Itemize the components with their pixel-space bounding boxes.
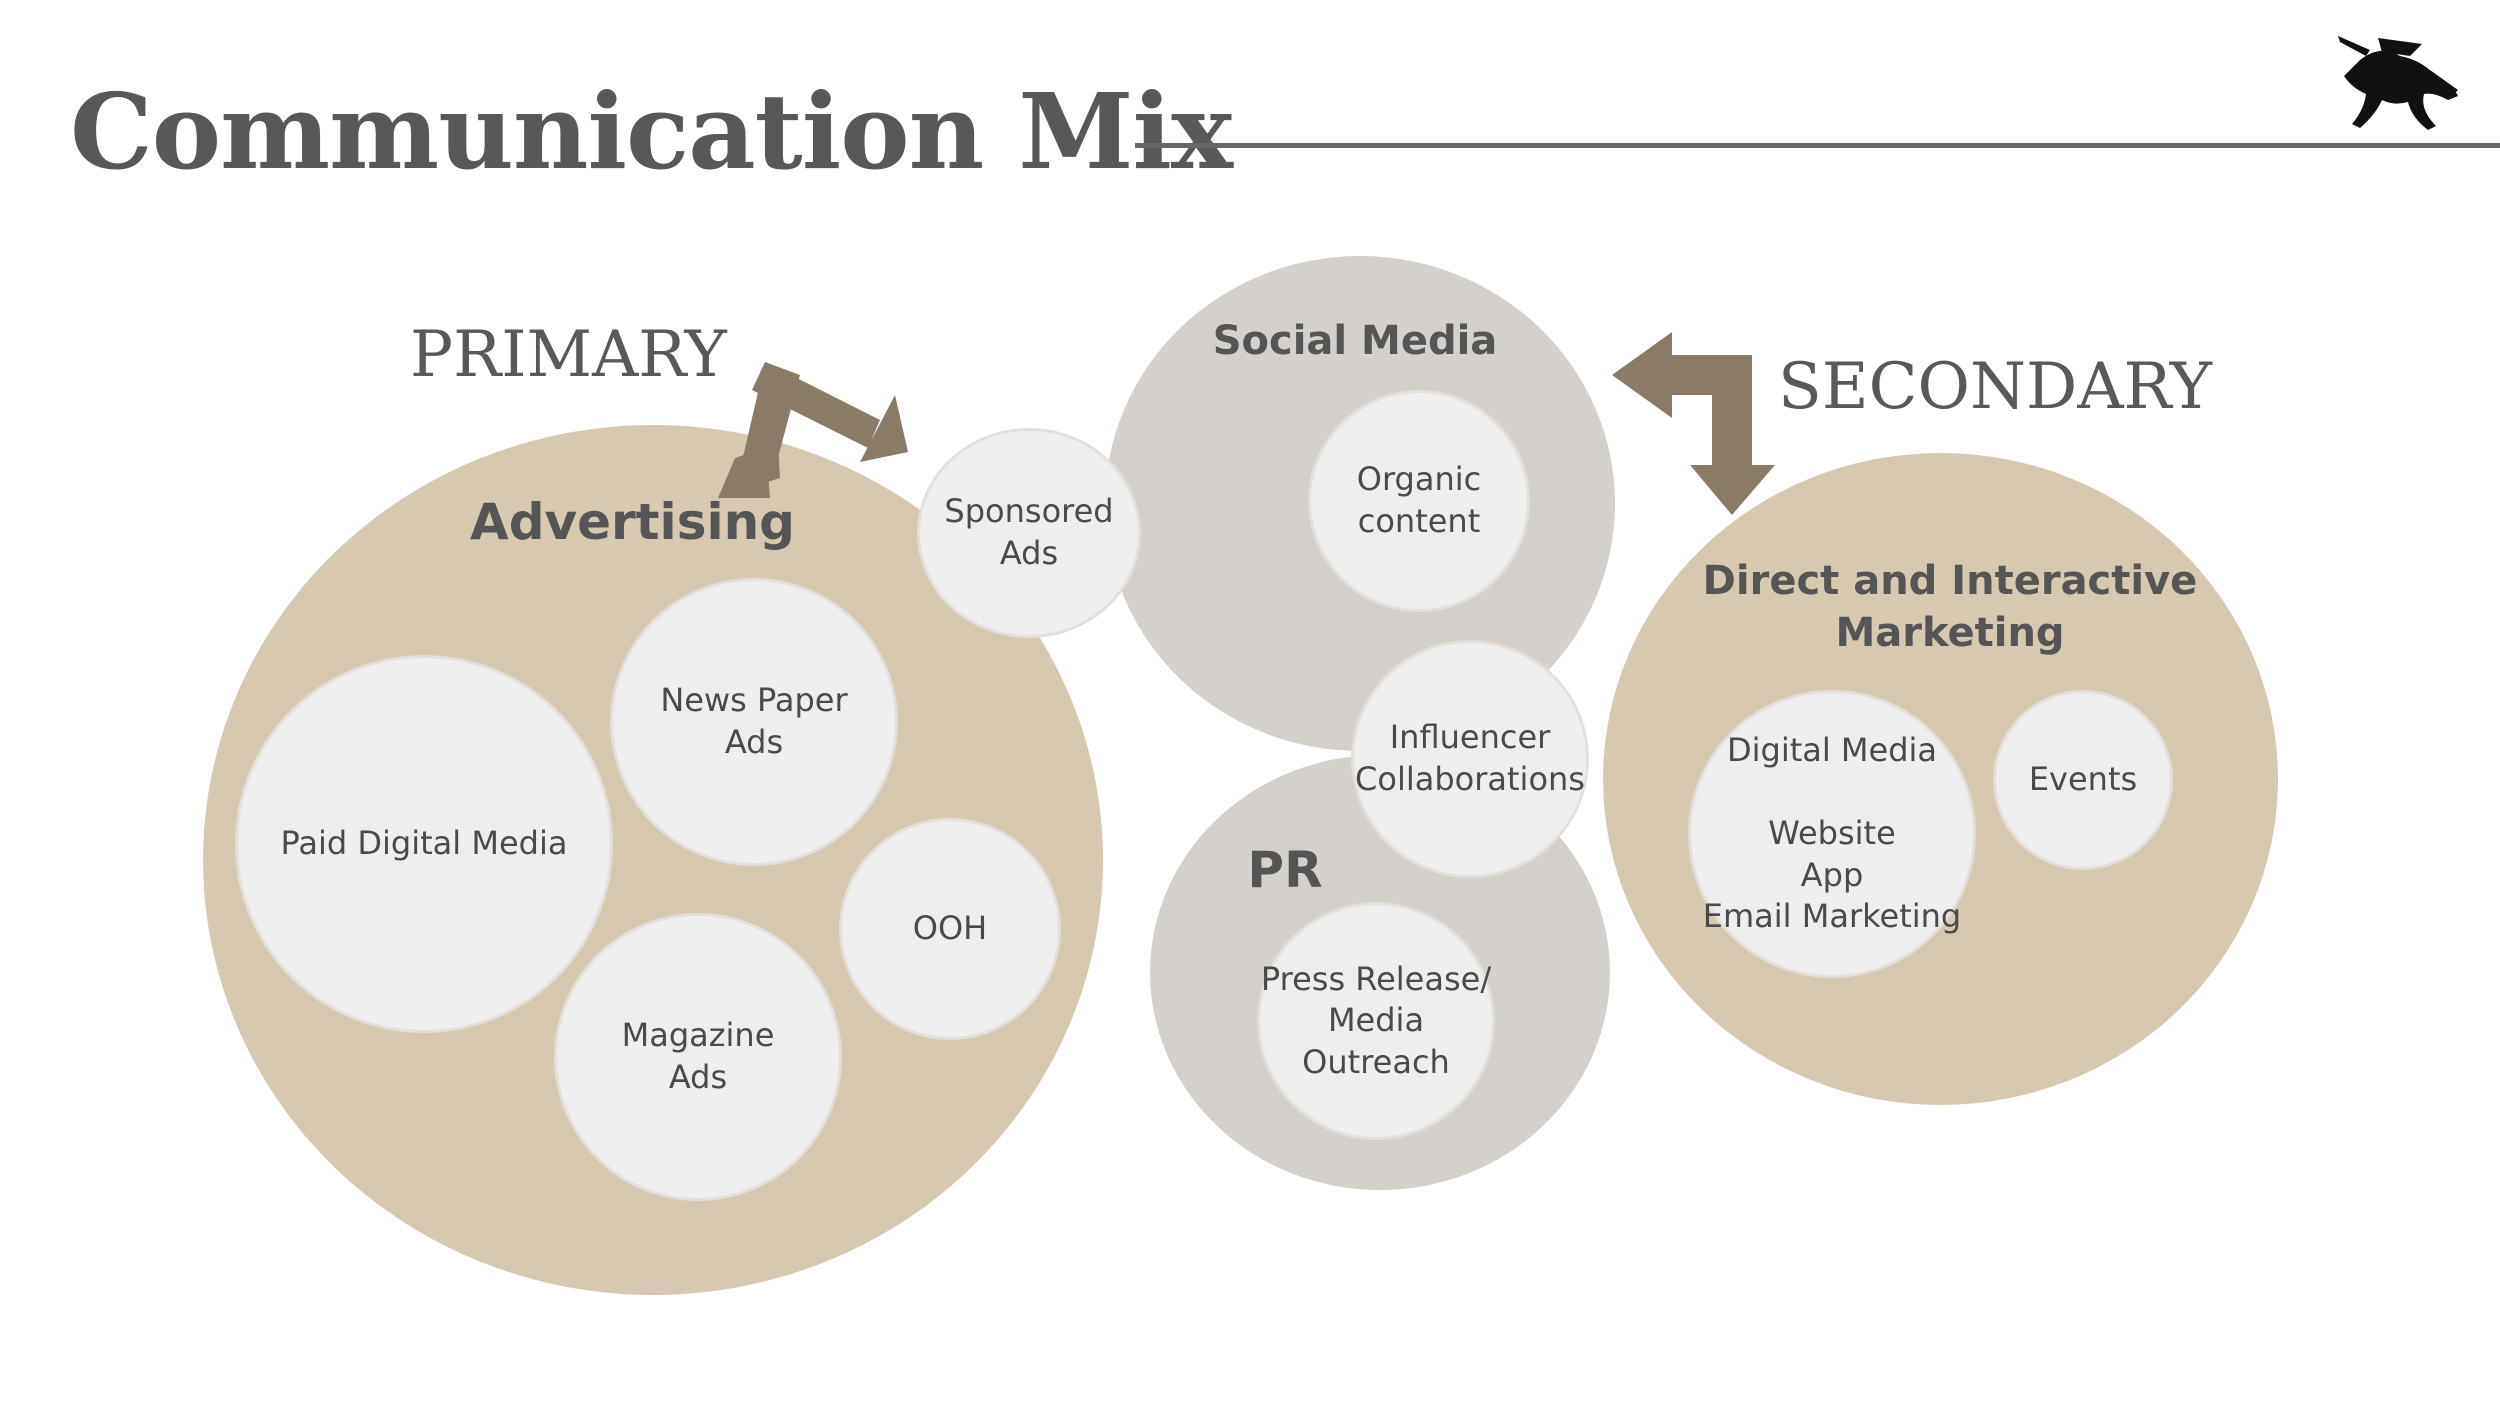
organic-content-bubble: Organic content — [1308, 390, 1530, 612]
secondary-arrow-shaft-icon — [1712, 355, 1752, 470]
primary-label: PRIMARY — [410, 318, 727, 392]
page-title: Communication Mix — [70, 70, 1233, 193]
secondary-arrow-left-head-icon — [1612, 332, 1672, 418]
direct-marketing-title: Direct and Interactive Marketing — [1702, 558, 2198, 656]
newspaper-ads-bubble: News Paper Ads — [610, 578, 898, 866]
press-release-bubble: Press Release/ Media Outreach — [1257, 902, 1495, 1140]
advertising-title: Advertising — [470, 493, 795, 551]
social-media-title: Social Media — [1212, 318, 1498, 364]
title-divider — [1135, 143, 2500, 148]
primary-arrow-right-head-icon — [860, 395, 908, 462]
knight-logo-icon — [2338, 36, 2458, 130]
events-bubble: Events — [1993, 690, 2173, 870]
paid-digital-media-bubble: Paid Digital Media — [235, 655, 613, 1033]
pr-title: PR — [1247, 841, 1323, 899]
ooh-bubble: OOH — [839, 818, 1061, 1040]
magazine-ads-bubble: Magazine Ads — [554, 913, 842, 1201]
secondary-arrow-bar-icon — [1672, 355, 1752, 395]
sponsored-ads-bubble: Sponsored Ads — [917, 428, 1141, 638]
influencer-collaborations-bubble: Influencer Collaborations — [1351, 640, 1589, 878]
digital-media-bubble: Digital Media Website App Email Marketin… — [1688, 690, 1976, 978]
secondary-label: SECONDARY — [1778, 350, 2212, 424]
primary-arrow-right-shaft-icon — [752, 362, 880, 448]
